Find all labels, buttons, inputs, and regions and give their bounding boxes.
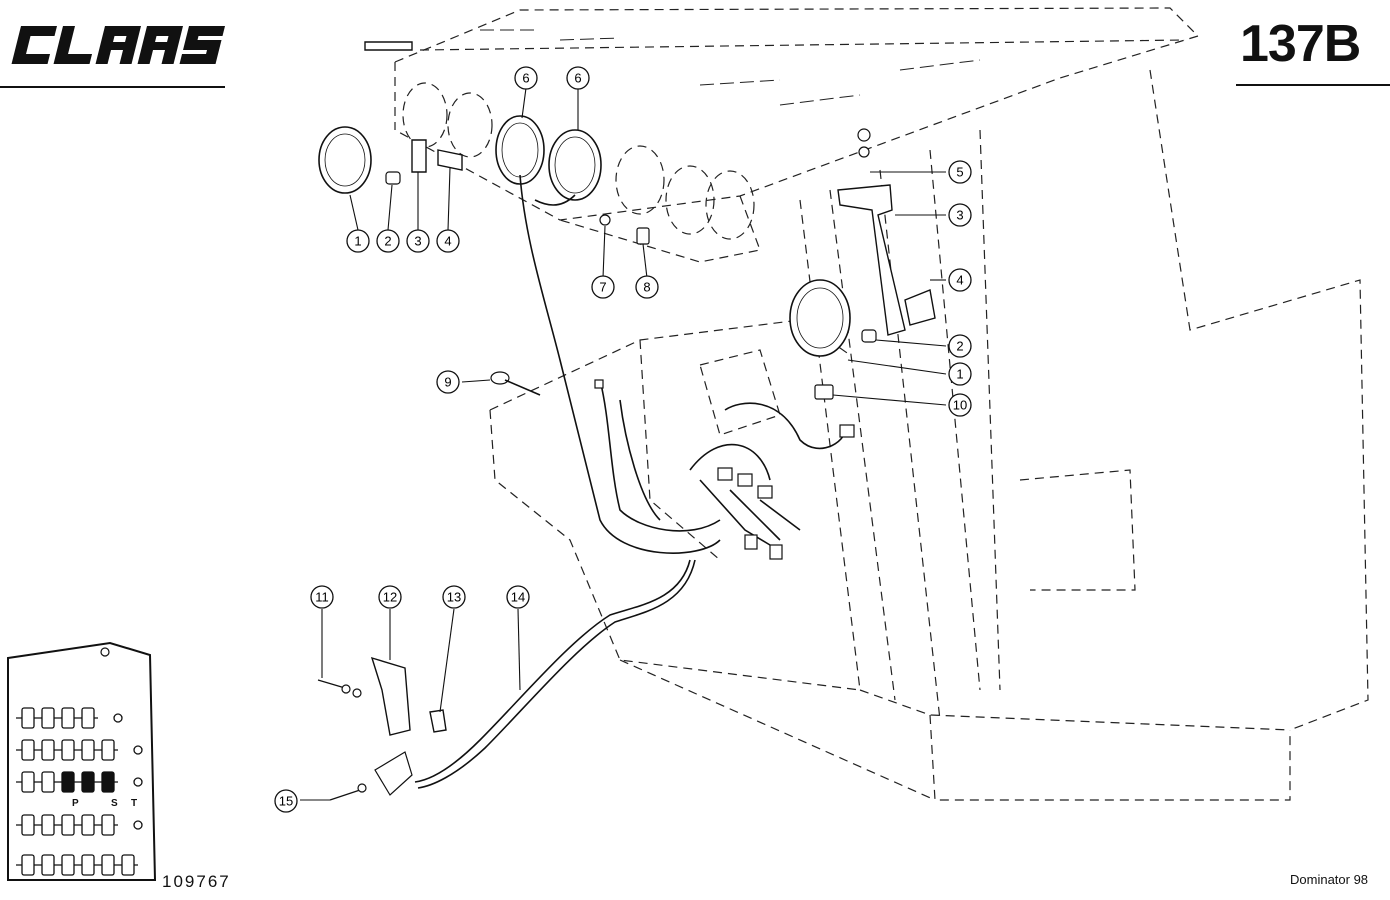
callout-number: 12 [383,590,397,605]
callout-6: 6 [566,66,590,90]
callout-10: 10 [948,393,972,417]
callout-number: 8 [643,280,650,295]
nut-5 [857,128,871,142]
work-lamp-left [318,126,372,194]
callout-11: 11 [310,585,334,609]
callout-3: 3 [948,203,972,227]
model-label: Dominator 98 [1290,872,1369,887]
callout-number: 1 [956,367,963,382]
page-code-underline [1236,84,1390,86]
lamp-brackets [364,41,936,736]
callout-number: 2 [384,234,391,249]
work-lamp-right [789,279,851,357]
logo-underline [0,86,225,88]
work-lamp-front-2 [548,129,602,201]
callout-4: 4 [436,229,460,253]
callout-14: 14 [506,585,530,609]
roof-stripes [480,29,981,106]
work-lamps [318,115,851,357]
small-parts [317,128,877,801]
switch-10 [814,384,834,400]
clip-13 [429,709,447,733]
callout-number: 13 [447,590,461,605]
nut-7 [599,214,611,226]
callout-8: 8 [635,275,659,299]
callout-number: 2 [956,339,963,354]
callout-1: 1 [948,362,972,386]
bolt-11 [317,679,346,689]
callout-9: 9 [436,370,460,394]
bracket-plate-left [437,149,463,171]
callout-6: 6 [514,66,538,90]
bracket-right [837,184,906,336]
page-code: 137B [1240,15,1361,73]
locator-label: S [111,798,118,809]
bolt-15 [329,789,361,801]
callout-number: 3 [956,208,963,223]
callout-7: 7 [591,275,615,299]
socket-15 [374,751,413,796]
callout-number: 5 [956,165,963,180]
callout-number: 7 [599,280,606,295]
leader-lines [300,87,947,801]
callout-number: 9 [444,375,451,390]
callout-number: 6 [522,71,529,86]
callout-2: 2 [376,229,400,253]
spacer-2-left [385,171,401,185]
work-lamp-front-1 [495,115,545,185]
callout-number: 6 [574,71,581,86]
callout-5: 5 [948,160,972,184]
locator-label: P [72,798,79,809]
callout-number: 3 [414,234,421,249]
spacer-2-right [861,329,877,343]
callout-number: 4 [444,234,451,249]
callout-3: 3 [406,229,430,253]
mount-plate-top [364,41,413,51]
callout-4: 4 [948,268,972,292]
callout-number: 4 [956,273,963,288]
cab-outline [394,7,1369,801]
callout-12: 12 [378,585,402,609]
wiring-harness [414,174,847,789]
clip-8 [636,227,650,245]
bracket-plate-right [904,289,936,326]
bracket-left [411,139,427,173]
callout-15: 15 [274,789,298,813]
washer-5 [858,146,870,158]
callout-number: 14 [511,590,525,605]
connector-9 [490,371,510,385]
document-number: 109767 [162,872,231,891]
bracket-12 [370,656,411,736]
callout-number: 1 [354,234,361,249]
callout-number: 10 [953,398,967,413]
claas-logo [11,26,226,64]
callout-2: 2 [948,334,972,358]
harness-plugs [594,379,855,560]
callout-number: 11 [315,590,329,605]
locator-label: T [131,798,137,809]
callout-1: 1 [346,229,370,253]
callout-number: 15 [279,794,293,809]
callout-13: 13 [442,585,466,609]
